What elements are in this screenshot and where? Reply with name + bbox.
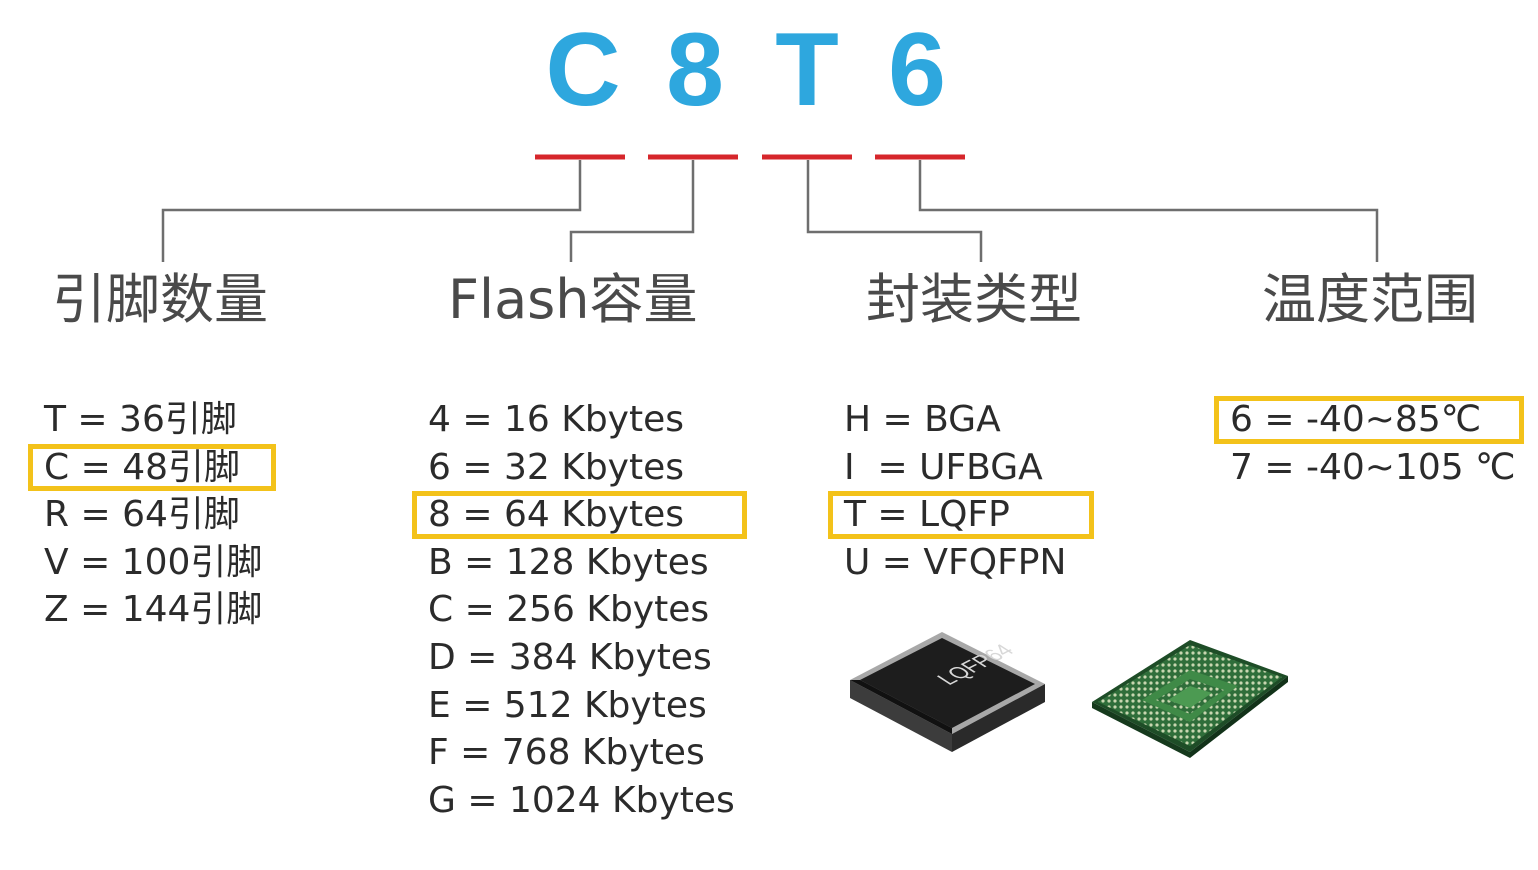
- list-item: G = 1024 Kbytes: [428, 779, 735, 821]
- list-item: Z = 144引脚: [44, 589, 263, 631]
- title-flash-capacity: Flash容量: [448, 268, 698, 331]
- list-item: I = UFBGA: [844, 446, 1043, 488]
- list-item: F = 768 Kbytes: [428, 732, 705, 774]
- list-item: V = 100引脚: [44, 541, 263, 583]
- package-type-options: H = BGA I = UFBGA T = LQFP U = VFQFPN: [827, 396, 1095, 586]
- code-letter-temperature: 6: [888, 12, 946, 128]
- chip-images: LQFP64: [850, 632, 1288, 758]
- list-item: E = 512 Kbytes: [428, 684, 707, 726]
- list-item: 7 = -40~105 ℃: [1230, 446, 1516, 488]
- temperature-range-options: 6 = -40~85℃ 7 = -40~105 ℃: [1214, 396, 1524, 491]
- bga-chip-icon: [1092, 640, 1288, 758]
- selected-list-item: T = LQFP: [827, 491, 1095, 539]
- code-letter-package: T: [775, 12, 839, 128]
- list-item: D = 384 Kbytes: [428, 636, 712, 678]
- pin-count-options: T = 36引脚 C = 48引脚 R = 64引脚 V = 100引脚 Z =…: [27, 396, 277, 634]
- selected-list-item: C = 48引脚: [27, 443, 277, 492]
- lqfp-chip-icon: LQFP64: [850, 632, 1045, 752]
- title-pin-count: 引脚数量: [52, 268, 268, 331]
- list-item: C = 256 Kbytes: [428, 589, 710, 631]
- selected-list-item: 6 = -40~85℃: [1214, 396, 1524, 444]
- list-item: 4 = 16 Kbytes: [428, 399, 684, 440]
- connector-lines: [161, 154, 1379, 262]
- list-item: 6 = 32 Kbytes: [428, 446, 684, 488]
- flash-capacity-options: 4 = 16 Kbytes 6 = 32 Kbytes 8 = 64 Kbyte…: [412, 396, 747, 824]
- connector-package: [806, 160, 983, 262]
- code-letter-pins: C: [545, 12, 621, 128]
- list-item: B = 128 Kbytes: [428, 541, 709, 583]
- title-package-type: 封装类型: [866, 268, 1082, 331]
- selected-list-item: 8 = 64 Kbytes: [412, 491, 747, 539]
- connector-flash: [569, 160, 695, 262]
- list-item: H = BGA: [844, 399, 1001, 440]
- list-item: T = 36引脚: [44, 399, 237, 440]
- connector-pins: [161, 160, 582, 262]
- title-temperature-range: 温度范围: [1262, 268, 1478, 331]
- part-code: C 8 T 6: [0, 0, 1538, 150]
- list-item: U = VFQFPN: [844, 541, 1067, 583]
- connector-temperature: [918, 160, 1379, 262]
- code-letter-flash: 8: [666, 12, 724, 128]
- list-item: R = 64引脚: [44, 494, 240, 536]
